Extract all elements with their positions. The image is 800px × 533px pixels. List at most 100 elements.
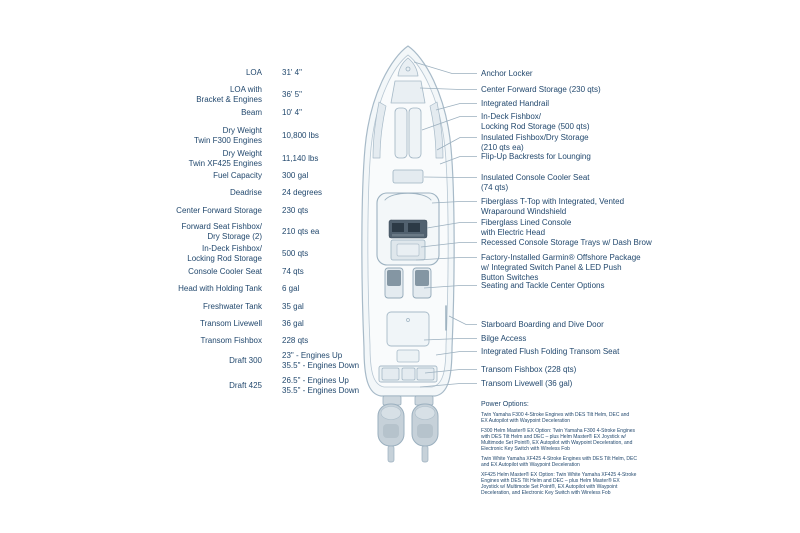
anchor-cleat — [405, 66, 411, 72]
power-option-item: Twin Yamaha F300 4-Stroke Engines with D… — [481, 412, 630, 424]
spec-value: 230 qts — [282, 206, 309, 215]
callout-label: Recessed Console Storage Trays w/ Dash B… — [481, 238, 652, 247]
power-option-item: F300 Helm Master® EX Option: Twin Yamaha… — [481, 428, 636, 452]
spec-row: Transom Fishbox 228 qts — [40, 336, 402, 346]
callout-label: Fiberglass Lined Console with Electric H… — [481, 218, 572, 237]
spec-value: 31' 4" — [282, 68, 302, 77]
leader-line — [423, 338, 477, 341]
callout-label: Seating and Tackle Center Options — [481, 281, 605, 290]
leader-line — [439, 156, 477, 165]
spec-label: Dry Weight Twin XF425 Engines — [188, 149, 262, 168]
spec-label: Draft 425 — [229, 380, 262, 390]
spec-label: Transom Livewell — [200, 319, 262, 328]
spec-row: Draft 425 26.5" - Engines Up 35.5" - Engi… — [40, 376, 402, 395]
leader-lines — [413, 61, 477, 388]
spec-value: 36 gal — [282, 319, 304, 328]
callout-label: Center Forward Storage (230 qts) — [481, 85, 601, 94]
power-option-item: XF425 Helm Master® EX Option: Twin White… — [481, 472, 637, 496]
spec-label: Beam — [241, 108, 262, 117]
dash-screen-left — [392, 223, 404, 232]
spec-label: Fuel Capacity — [213, 171, 262, 180]
spec-label: Dry Weight Twin F300 Engines — [193, 126, 262, 145]
spec-label: Transom Fishbox — [200, 336, 263, 345]
in-deck-fishbox-hatch-port — [394, 107, 408, 159]
leader-line — [431, 201, 477, 204]
callout-label: Factory-Installed Garmin® Offshore Packa… — [481, 253, 641, 282]
spec-value: 23" - Engines Up 35.5" - Engines Down — [282, 351, 360, 370]
spec-label: Forward Seat Fishbox/ Dry Storage (2) — [181, 222, 262, 241]
spec-label: Center Forward Storage — [176, 206, 262, 215]
callout-label: Starboard Boarding and Dive Door — [481, 320, 604, 329]
spec-label: In-Deck Fishbox/ Locking Rod Storage — [187, 244, 262, 263]
spec-row: Transom Livewell 36 gal — [40, 319, 402, 329]
helm-seat-port-cushion — [387, 270, 401, 286]
helm-seat-starboard-cushion — [415, 270, 429, 286]
callout-label: In-Deck Fishbox/ Locking Rod Storage (50… — [481, 112, 590, 131]
leader-line — [415, 257, 477, 261]
callout-label: Flip-Up Backrests for Lounging — [481, 152, 591, 161]
spec-value: 300 gal — [282, 171, 309, 180]
engine-port — [377, 403, 405, 463]
spec-row: Forward Seat Fishbox/ Dry Storage (2) 210… — [40, 222, 402, 241]
spec-label: Head with Holding Tank — [178, 284, 262, 293]
hatch-latch — [406, 318, 410, 322]
leader-line — [435, 103, 477, 111]
spec-row: Head with Holding Tank 6 gal — [40, 284, 402, 294]
callout-label: Fiberglass T-Top with Integrated, Vented… — [481, 197, 625, 216]
spec-row: Deadrise 24 degrees — [40, 188, 402, 198]
spec-value: 10' 4" — [282, 108, 302, 117]
leader-line — [419, 383, 477, 388]
forward-storage-hatch — [390, 80, 426, 104]
callout-label: Transom Fishbox (228 qts) — [481, 365, 577, 374]
leader-line — [419, 87, 477, 90]
leader-line — [413, 61, 477, 74]
spec-value: 24 degrees — [282, 188, 323, 197]
transom-fishbox-hatch — [381, 367, 400, 381]
bow-cushion-starboard — [429, 101, 444, 159]
spec-label: LOA — [245, 68, 262, 77]
console-cooler-seat — [392, 169, 424, 184]
power-options: Power Options: Twin Yamaha F300 4-Stroke… — [481, 401, 637, 500]
spec-label: Freshwater Tank — [203, 302, 262, 311]
spec-label: LOA with Bracket & Engines — [196, 85, 262, 104]
spec-row: Center Forward Storage 230 qts — [40, 206, 402, 216]
spec-value: 35 gal — [282, 302, 304, 311]
callout-label: Integrated Flush Folding Transom Seat — [481, 347, 620, 356]
spec-value: 26.5" - Engines Up 35.5" - Engines Down — [282, 376, 360, 395]
console-storage-tray — [396, 243, 420, 257]
leader-line — [448, 315, 477, 325]
leader-line — [424, 369, 477, 374]
in-deck-fishbox-hatch-starboard — [408, 107, 422, 159]
transom-livewell-hatch — [416, 367, 435, 381]
power-option-item: Twin White Yamaha XF425 4-Stroke Engines… — [481, 456, 637, 468]
bilge-access-hatch — [396, 349, 420, 363]
leader-line — [435, 351, 477, 356]
spec-label: Deadrise — [229, 188, 262, 197]
spec-label: Console Cooler Seat — [188, 267, 262, 276]
leader-line — [436, 137, 477, 151]
callout-label: Integrated Handrail — [481, 99, 550, 108]
transom-seat-panel — [401, 367, 416, 381]
spec-row: LOA 31' 4" — [40, 68, 402, 78]
windshield — [384, 192, 432, 201]
engine-starboard — [411, 403, 439, 463]
spec-row: Fuel Capacity 300 gal — [40, 171, 402, 181]
spec-value: 228 qts — [282, 336, 309, 345]
spec-value: 6 gal — [282, 284, 300, 293]
spec-value: 210 qts ea — [282, 226, 320, 236]
leader-line — [423, 285, 477, 289]
spec-row: Freshwater Tank 35 gal — [40, 302, 402, 312]
dash-screen-right — [408, 223, 420, 232]
leader-line — [423, 176, 477, 178]
power-options-title: Power Options: — [481, 401, 529, 408]
spec-row: Beam 10' 4" — [40, 108, 402, 118]
leader-line — [421, 116, 477, 131]
